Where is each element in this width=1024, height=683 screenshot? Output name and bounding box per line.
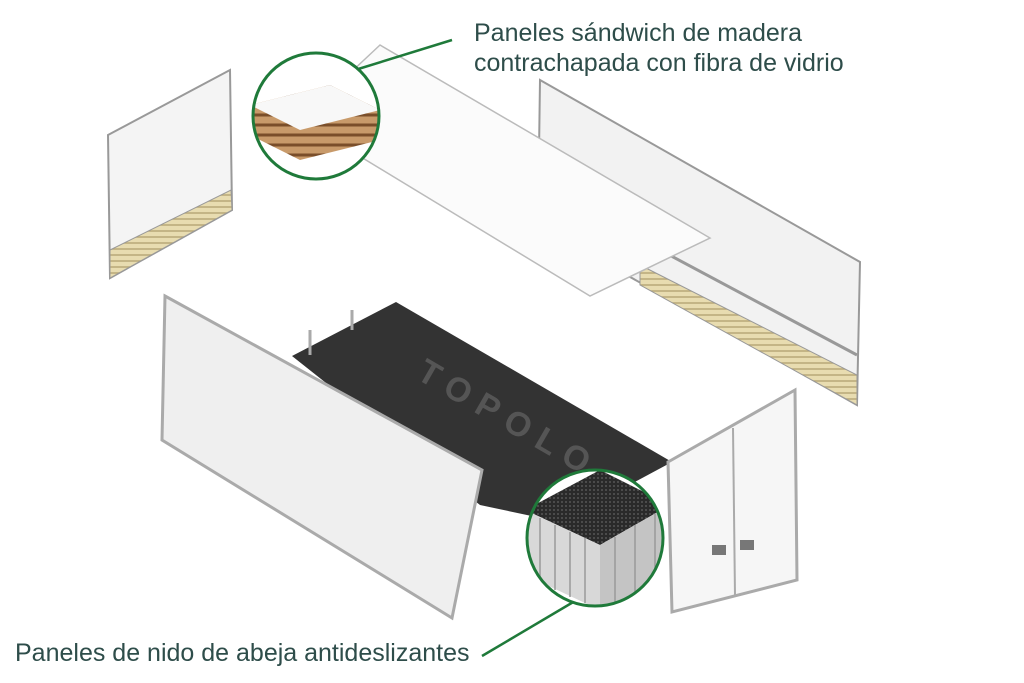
honeycomb-detail-circle — [525, 468, 665, 608]
plywood-panel-label: Paneles sándwich de madera contrachapada… — [474, 18, 844, 78]
top-callout-line — [354, 38, 453, 72]
rear-left-panel — [106, 68, 234, 280]
plywood-label-line2: contrachapada con fibra de vidrio — [474, 49, 844, 77]
door-panel — [666, 387, 799, 614]
plywood-label-line1: Paneles sándwich de madera — [474, 19, 802, 47]
honeycomb-panel-label: Paneles de nido de abeja antideslizantes — [15, 639, 470, 667]
plywood-detail-circle — [251, 51, 381, 181]
bottom-callout-line — [481, 599, 576, 658]
side-panel — [160, 293, 484, 621]
